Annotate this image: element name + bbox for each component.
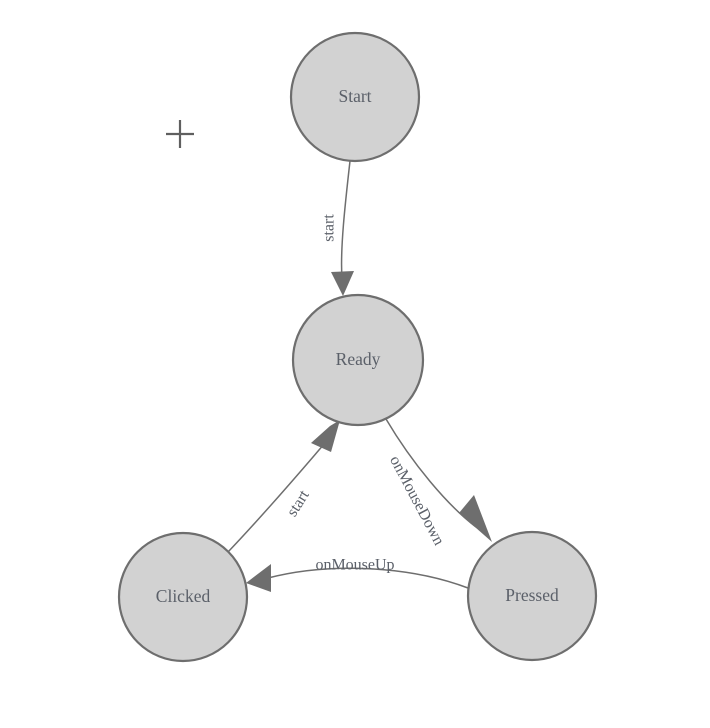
arrowhead-start-to-ready bbox=[331, 271, 354, 296]
node-clicked[interactable]: Clicked bbox=[117, 531, 249, 663]
node-pressed-label: Pressed bbox=[505, 585, 559, 605]
edge-start-to-ready[interactable]: start bbox=[321, 160, 354, 296]
edge-path-start-to-ready bbox=[340, 160, 351, 279]
plus-marker-icon bbox=[166, 120, 194, 148]
node-pressed-circle[interactable] bbox=[466, 530, 598, 662]
node-clicked-circle[interactable] bbox=[117, 531, 249, 663]
node-start-circle[interactable] bbox=[289, 31, 421, 163]
edge-label-onmouseup: onMouseUp bbox=[315, 557, 394, 574]
node-start-label: Start bbox=[338, 86, 371, 106]
edge-pressed-to-clicked[interactable]: onMouseUp bbox=[246, 557, 469, 592]
node-pressed[interactable]: Pressed bbox=[466, 530, 598, 662]
arrowhead-clicked-to-ready bbox=[311, 420, 340, 452]
node-ready-circle[interactable] bbox=[291, 293, 425, 427]
edge-label-onmousedown: onMouseDown bbox=[386, 453, 447, 548]
edge-path-pressed-to-clicked bbox=[267, 567, 469, 589]
edge-clicked-to-ready[interactable]: start bbox=[227, 420, 340, 553]
node-ready[interactable]: Ready bbox=[291, 293, 425, 427]
edge-ready-to-pressed[interactable]: onMouseDown bbox=[385, 418, 492, 548]
node-start[interactable]: Start bbox=[289, 31, 421, 163]
node-clicked-label: Clicked bbox=[156, 586, 211, 606]
edge-label-start: start bbox=[321, 214, 338, 242]
edge-path-clicked-to-ready bbox=[227, 442, 326, 553]
node-ready-label: Ready bbox=[336, 349, 381, 369]
arrowhead-ready-to-pressed bbox=[459, 495, 492, 542]
edge-label-start-2: start bbox=[284, 487, 313, 520]
arrowhead-pressed-to-clicked bbox=[246, 564, 271, 592]
